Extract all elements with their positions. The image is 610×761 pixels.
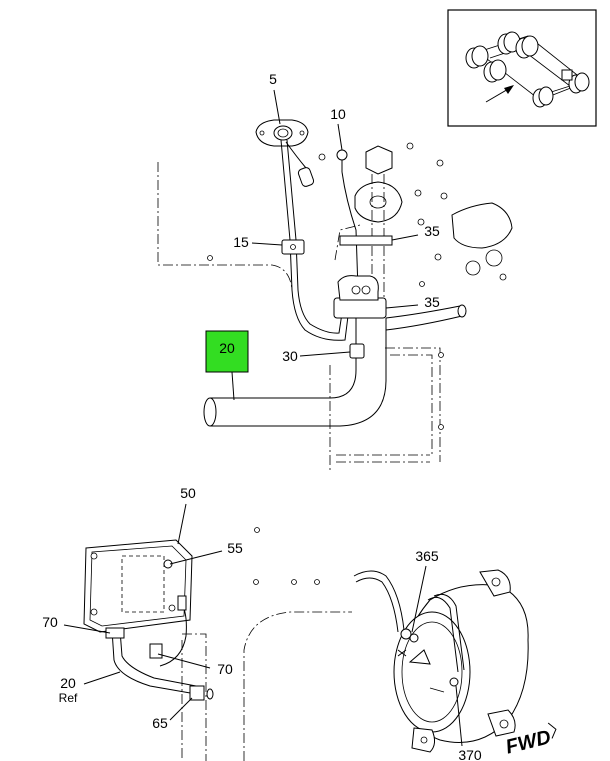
callout-365[interactable]: 365 — [415, 548, 439, 564]
callout-50[interactable]: 50 — [180, 485, 196, 501]
mounting-holes — [207, 142, 507, 430]
starter-stud — [354, 145, 403, 300]
callout-5[interactable]: 5 — [269, 71, 277, 87]
frame-bracket — [451, 202, 513, 249]
clip-15 — [281, 239, 305, 255]
callout-65[interactable]: 65 — [152, 715, 168, 731]
harness-wire — [280, 139, 351, 341]
body-outline-upper — [157, 162, 441, 470]
grommet-plate-35-upper — [339, 235, 393, 246]
callout-370[interactable]: 370 — [458, 747, 482, 761]
callout-35-lower[interactable]: 35 — [424, 294, 440, 310]
ring-terminal-10 — [336, 149, 359, 291]
harness-lower-left — [111, 595, 197, 695]
harness-end — [206, 688, 214, 700]
callout-55[interactable]: 55 — [227, 540, 243, 556]
callout-20[interactable]: 20 — [219, 340, 235, 356]
location-arrow-icon — [485, 85, 514, 103]
callout-20-ref-word: Ref — [59, 691, 78, 705]
alternator — [393, 569, 529, 753]
clip-70-left — [105, 627, 125, 639]
clip-65 — [189, 685, 205, 701]
grommet-5 — [255, 119, 309, 147]
clamp-30 — [349, 343, 365, 359]
boot-35-lower — [333, 275, 387, 319]
clip-70-right — [149, 643, 163, 659]
callout-30[interactable]: 30 — [282, 348, 298, 364]
callout-35-upper[interactable]: 35 — [424, 223, 440, 239]
callout-70-right[interactable]: 70 — [217, 661, 233, 677]
forward-arrow-icon — [547, 722, 557, 739]
callout-10[interactable]: 10 — [330, 106, 346, 122]
locator-inset — [447, 9, 597, 127]
callout-70-left[interactable]: 70 — [42, 614, 58, 630]
callout-20-highlight-box[interactable] — [205, 330, 249, 373]
alternator-wires — [353, 570, 465, 673]
conduit-20 — [203, 318, 387, 427]
callout-20-ref-number[interactable]: 20 — [60, 675, 76, 691]
branch-tube — [385, 304, 467, 331]
leader-lines — [63, 89, 463, 747]
body-outline-lower-right — [243, 527, 352, 761]
terminal-nut-370 — [449, 677, 459, 687]
chassis-locator-sketch — [465, 31, 590, 108]
terminal-nut-365 — [400, 628, 419, 643]
control-box-50 — [83, 539, 193, 633]
callout-15[interactable]: 15 — [233, 234, 249, 250]
